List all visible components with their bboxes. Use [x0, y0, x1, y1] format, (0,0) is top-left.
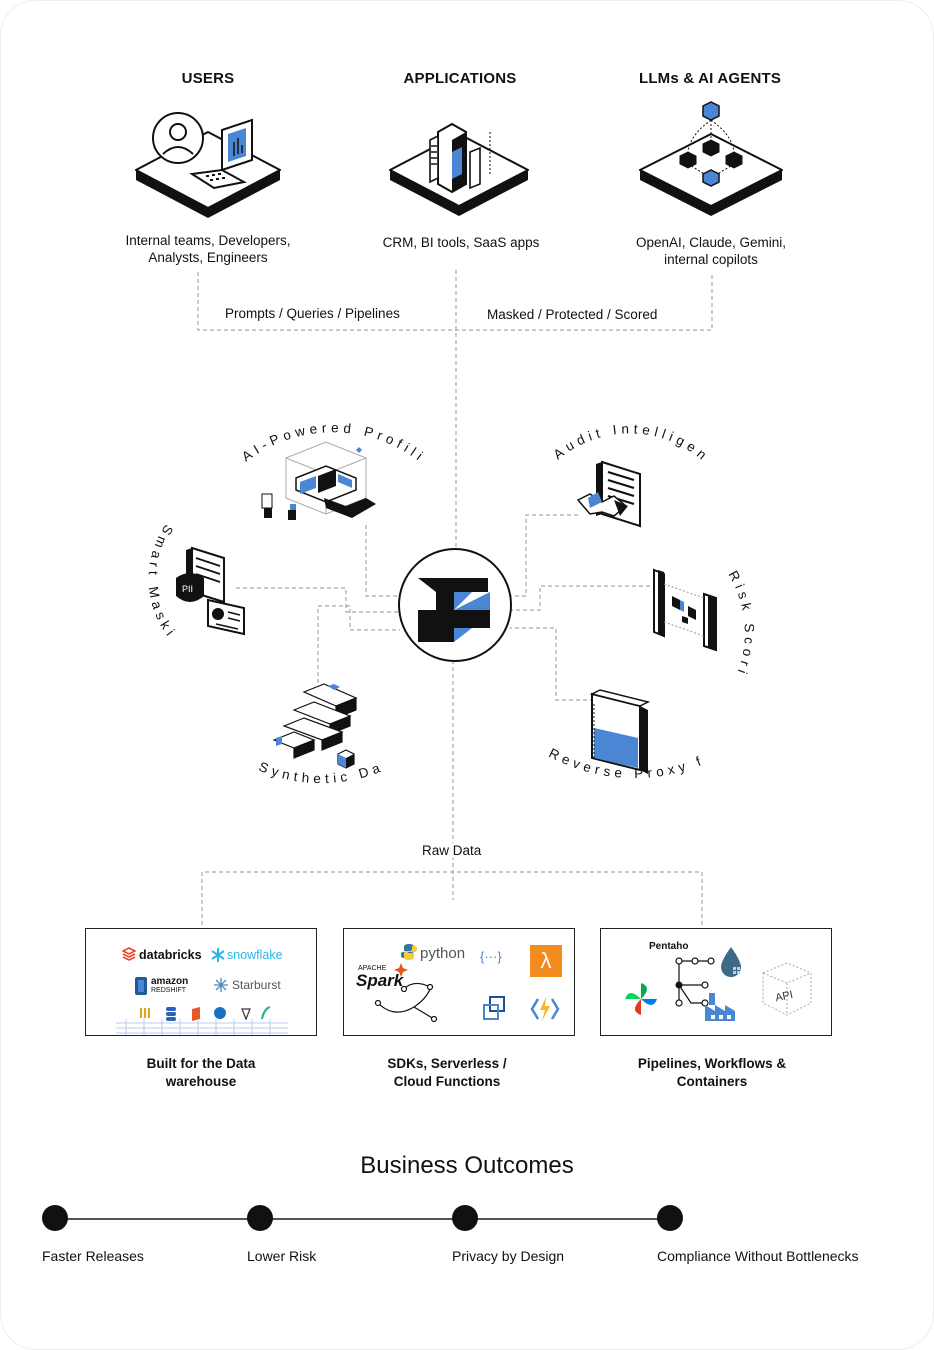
outcome-label-4: Compliance Without Bottlenecks	[657, 1248, 859, 1264]
aws-lambda-logo: λ	[530, 945, 562, 977]
outcome-dot-2	[247, 1205, 273, 1231]
pipelines-box: Pentaho API	[600, 928, 832, 1036]
snowflake-logo-text: snowflake	[227, 948, 283, 962]
data-warehouse-caption-line1: Built for the Data	[146, 1056, 256, 1071]
api-gateway-icon	[483, 996, 505, 1020]
capability-label-proxy: Reverse Proxy for LLMs	[0, 0, 707, 781]
data-drop-icon	[721, 947, 741, 977]
sdks-caption-line2: Cloud Functions	[393, 1074, 501, 1089]
pii-shield-text: PII	[182, 584, 193, 594]
redshift-logo-icon	[135, 977, 147, 995]
outcome-dot-3	[452, 1205, 478, 1231]
sdks-caption: SDKs, Serverless / Cloud Functions	[331, 1055, 563, 1091]
workflow-connector-icon	[374, 982, 438, 1023]
pentaho-logo-text: Pentaho	[649, 941, 689, 952]
data-warehouse-caption-line2: warehouse	[165, 1074, 237, 1089]
cloud-functions-logo: {···}	[480, 949, 502, 964]
outbound-flow-label: Masked / Protected / Scored	[481, 307, 664, 322]
spark-star-icon	[394, 963, 408, 977]
applications-title: APPLICATIONS	[403, 70, 517, 87]
python-logo-text: python	[420, 945, 466, 962]
business-outcomes-title: Business Outcomes	[360, 1152, 574, 1179]
users-description-line2: Analysts, Engineers	[148, 250, 268, 265]
snowflake-logo-icon	[211, 948, 225, 962]
llm-agents-description-line1: OpenAI, Claude, Gemini,	[635, 235, 787, 250]
users-title: USERS	[181, 70, 235, 87]
outcome-label-1: Faster Releases	[42, 1248, 144, 1264]
pii-masking-icon: PII	[176, 546, 245, 636]
capability-label-masking: Smart Masking	[0, 0, 180, 642]
synthetic-data-icon	[272, 683, 358, 769]
capability-label-ai-profiling: AI-Powered Profiling	[0, 0, 429, 466]
user-laptop-icon	[135, 112, 281, 218]
outcomes-timeline-line	[55, 1218, 670, 1220]
starburst-logo-text: Starburst	[232, 978, 281, 992]
pipelines-caption-line2: Containers	[676, 1074, 748, 1089]
airflow-pinwheel-icon	[625, 983, 657, 1015]
sdks-serverless-box: python APACHE Spark {···} λ	[343, 928, 575, 1036]
capability-label-risk: Risk Scoring	[0, 0, 757, 680]
databricks-logo-text: databricks	[139, 948, 202, 962]
pipelines-caption: Pipelines, Workflows & Containers	[596, 1055, 828, 1091]
data-warehouse-box: databricks snowflake amazon REDSHIFT Sta…	[85, 928, 317, 1036]
outcome-label-3: Privacy by Design	[452, 1248, 565, 1264]
llm-agents-description: OpenAI, Claude, Gemini, internal copilot…	[591, 234, 831, 268]
users-description: Internal teams, Developers, Analysts, En…	[88, 232, 328, 266]
application-building-icon	[389, 122, 529, 216]
databricks-logo-icon	[122, 947, 136, 961]
ai-agent-network-icon	[639, 101, 783, 216]
llm-agents-description-line2: internal copilots	[664, 252, 758, 267]
api-cube-icon: API	[762, 962, 812, 1016]
starburst-logo-icon	[214, 978, 228, 992]
applications-description-line1: CRM, BI tools, SaaS apps	[382, 235, 540, 250]
warehouse-grid-decoration	[116, 1019, 288, 1035]
apache-logo-text: APACHE	[358, 965, 387, 972]
data-warehouse-caption: Built for the Data warehouse	[85, 1055, 317, 1091]
factory-icon	[705, 993, 735, 1021]
inbound-flow-label: Prompts / Queries / Pipelines	[219, 306, 406, 321]
users-description-line1: Internal teams, Developers,	[125, 233, 291, 248]
raw-data-label: Raw Data	[416, 843, 488, 858]
capability-label-synthetic: Synthetic Data	[0, 0, 386, 786]
python-logo-icon	[401, 944, 417, 960]
sdks-caption-line1: SDKs, Serverless /	[387, 1056, 507, 1071]
outcome-dot-4	[657, 1205, 683, 1231]
azure-functions-icon	[530, 997, 560, 1021]
risk-scoring-icon	[653, 568, 717, 652]
redshift-logo-text: REDSHIFT	[151, 987, 186, 994]
api-cube-label: API	[774, 989, 794, 1004]
capability-label-audit: Audit Intelligence	[0, 0, 713, 465]
reverse-proxy-icon	[589, 689, 651, 774]
warehouse-small-logos	[140, 1006, 270, 1021]
audit-document-icon	[576, 460, 641, 528]
pipelines-caption-line1: Pipelines, Workflows &	[637, 1056, 787, 1071]
central-platform-logo	[398, 548, 512, 662]
dag-workflow-icon	[675, 957, 715, 1007]
applications-description: CRM, BI tools, SaaS apps	[341, 234, 581, 251]
amazon-logo-text: amazon	[151, 976, 189, 987]
ai-profiling-icon	[261, 441, 376, 520]
llm-agents-title: LLMs & AI AGENTS	[638, 70, 782, 87]
spark-logo-text: Spark	[356, 971, 404, 990]
outcome-label-2: Lower Risk	[247, 1248, 317, 1264]
outcome-dot-1	[42, 1205, 68, 1231]
